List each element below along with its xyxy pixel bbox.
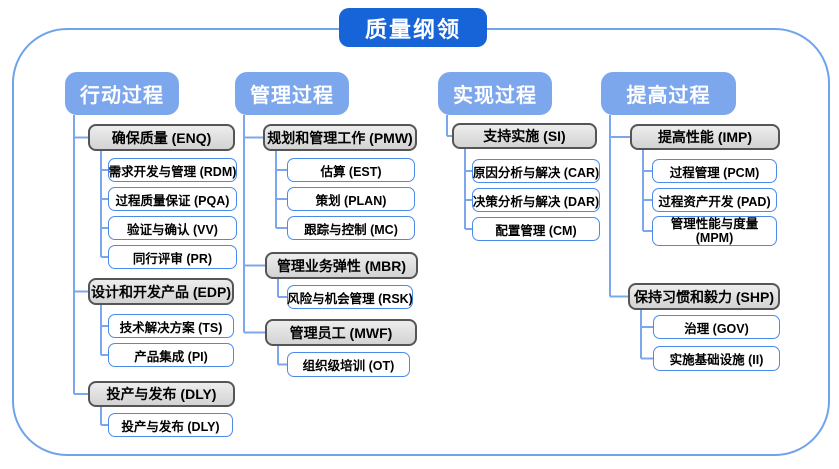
node-enq: 确保质量 (ENQ) (88, 124, 235, 151)
node-edp: 设计和开发产品 (EDP) (88, 278, 234, 305)
node-pad: 过程资产开发 (PAD) (652, 188, 777, 212)
node-plan: 策划 (PLAN) (287, 187, 415, 211)
node-mbr: 管理业务弹性 (MBR) (265, 252, 418, 279)
node-ii: 实施基础设施 (II) (653, 346, 780, 371)
node-pi: 产品集成 (PI) (108, 343, 234, 367)
node-pcm: 过程管理 (PCM) (652, 159, 777, 183)
node-dly: 投产与发布 (DLY) (88, 381, 235, 407)
node-rdm: 需求开发与管理 (RDM) (108, 158, 237, 182)
node-ot: 组织级培训 (OT) (287, 352, 410, 377)
node-ts: 技术解决方案 (TS) (108, 314, 234, 338)
node-mwf: 管理员工 (MWF) (265, 319, 417, 346)
column-header-implementation-process: 实现过程 (438, 72, 552, 115)
node-imp: 提高性能 (IMP) (630, 124, 780, 150)
node-pmw: 规划和管理工作 (PMW) (263, 124, 417, 151)
node-pqa: 过程质量保证 (PQA) (108, 187, 237, 211)
node-est: 估算 (EST) (287, 158, 415, 182)
column-header-improvement-process: 提高过程 (601, 72, 736, 115)
node-si: 支持实施 (SI) (452, 123, 597, 149)
node-dly-child: 投产与发布 (DLY) (108, 413, 233, 437)
node-dar: 决策分析与解决 (DAR) (472, 188, 600, 212)
node-rsk: 风险与机会管理 (RSK) (287, 285, 413, 309)
node-car: 原因分析与解决 (CAR) (472, 159, 600, 183)
node-mpm: 管理性能与度量 (MPM) (652, 216, 777, 246)
node-gov: 治理 (GOV) (653, 315, 780, 339)
column-header-action-process: 行动过程 (65, 72, 179, 115)
node-pr: 同行评审 (PR) (108, 245, 237, 269)
column-header-management-process: 管理过程 (235, 72, 349, 115)
diagram-title: 质量纲领 (339, 8, 487, 47)
node-vv: 验证与确认 (VV) (108, 216, 237, 240)
node-shp: 保持习惯和毅力 (SHP) (628, 283, 780, 310)
node-mc: 跟踪与控制 (MC) (287, 216, 415, 240)
node-cm: 配置管理 (CM) (472, 217, 600, 241)
